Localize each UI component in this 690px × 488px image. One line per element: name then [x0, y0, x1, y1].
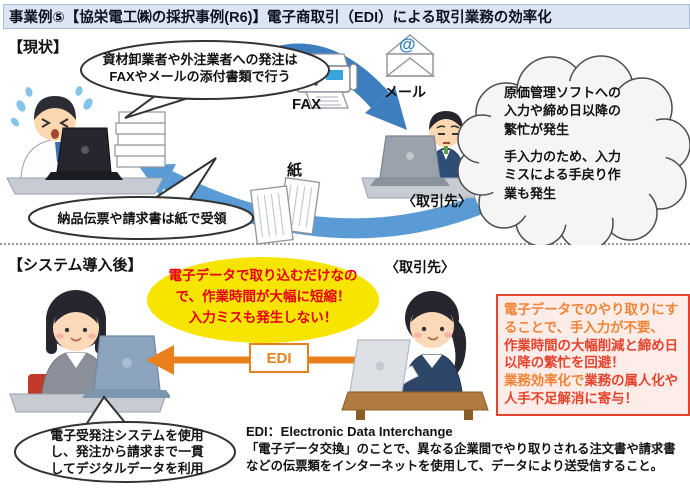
receive-bubble [28, 157, 254, 240]
benefit-segment: 業務効率化で [504, 373, 585, 389]
benefit-segment: 電子データでのやり取りにすることで、手入力が不要、 [504, 302, 679, 335]
benefit-segment: 作業時間の大幅削減と締め日以降の繁忙を回避！ [504, 337, 679, 371]
section-divider [0, 243, 690, 245]
cloud-text-2: 手入力のため、入力 ミスによる手戻り作 業も発生 [504, 149, 622, 201]
cloud-bubble [457, 55, 690, 245]
paper-label: 紙 [287, 162, 303, 179]
edi-definition-body: 「電子データ交換」のことで、異なる企業間でやり取りされる注文書や請求書 などの伝… [246, 442, 676, 474]
benefit-segment: 業務の属人化や人手不足解消に寄与！ [504, 373, 679, 407]
edi-label-box: EDI [249, 343, 309, 373]
mail-label: メール [384, 84, 426, 100]
edi-definition-title: EDI：Electronic Data Interchange [246, 424, 453, 439]
receive-bubble-text: 納品伝票や請求書は紙で受領 [57, 211, 227, 226]
stressed-worker-illustration [6, 86, 166, 195]
at-symbol-icon: @ [399, 35, 416, 54]
partner-label-current: 〈取引先〉 [402, 193, 472, 209]
cloud-text-1: 原価管理ソフトへの 入力や締め日以降の 繁忙が発生 [504, 85, 622, 137]
fax-label: FAX [292, 96, 322, 113]
after-section-label: 【システム導入後】 [8, 257, 143, 274]
edi-definition: EDI：Electronic Data Interchange 「電子データ交換… [246, 421, 688, 475]
order-bubble-text: 資材卸業者や外注業者への発注は FAXやメールの添付書類で行う [102, 52, 298, 84]
system-bubble [14, 395, 236, 483]
current-section-label: 【現状】 [8, 39, 69, 56]
system-bubble-text: 電子受発注システムを使用 し、発注から請求まで一貫 してデジタルデータを利用 [50, 428, 204, 476]
mail-icon [384, 34, 436, 77]
office-worker-illustration [9, 290, 170, 413]
highlight-bubble-text: 電子データで取り込むだけなの で、作業時間が大幅に短縮！ 入力ミスも発生しない！ [168, 268, 358, 325]
partner-label-after: 〈取引先〉 [385, 259, 455, 275]
highlight-bubble [147, 257, 379, 343]
page-title: 事業例⑤【協栄電工㈱の採択事例(R6)】電子商取引（EDI）による取引業務の効率… [3, 4, 690, 29]
sweat-drops-icon [10, 86, 93, 127]
benefit-box: 電子データでのやり取りにすることで、手入力が不要、 作業時間の大幅削減と締め日以… [496, 294, 690, 416]
partner-office-worker-illustration [341, 291, 489, 420]
